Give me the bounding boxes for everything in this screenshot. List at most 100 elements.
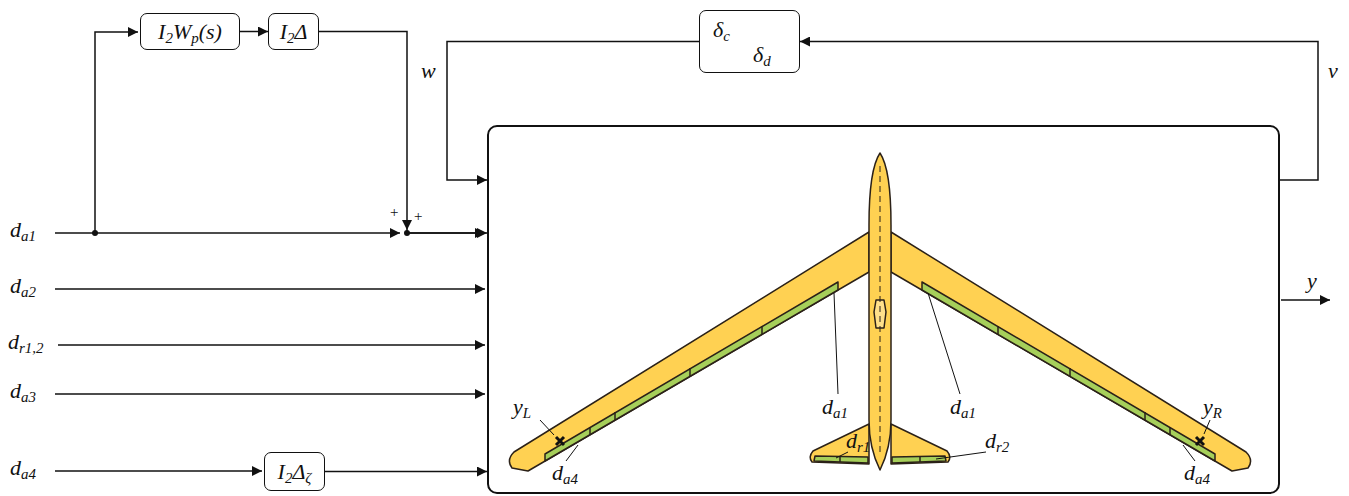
symbol: d bbox=[10, 378, 21, 403]
damping-uncertainty-block: I2Δζ bbox=[264, 452, 325, 491]
drawing-line bbox=[834, 293, 838, 394]
drawing-path bbox=[874, 300, 886, 328]
drawing-path bbox=[922, 282, 1215, 461]
signal-connector bbox=[319, 32, 487, 234]
subscript: c bbox=[723, 28, 730, 44]
drawing-line bbox=[1183, 445, 1195, 461]
drawing-path bbox=[814, 456, 868, 463]
symbol: I bbox=[278, 459, 285, 484]
symbol: w bbox=[421, 58, 436, 83]
part-label: yR bbox=[1203, 396, 1222, 418]
symbol: d bbox=[10, 273, 21, 298]
controller-block: δcδd bbox=[699, 10, 800, 73]
subscript: a1 bbox=[21, 228, 36, 244]
symbol: (s) bbox=[199, 19, 222, 44]
drawing-path bbox=[1196, 437, 1204, 445]
part-label: dr1 bbox=[846, 430, 870, 452]
symbol: + bbox=[414, 208, 422, 224]
drawing-line bbox=[540, 420, 554, 435]
drawing-line bbox=[936, 452, 986, 459]
drawing-line bbox=[1144, 412, 1146, 420]
drawing-line bbox=[589, 427, 591, 435]
edge-label: w bbox=[419, 60, 438, 82]
drawing-polyline bbox=[95, 32, 138, 233]
drawing-line bbox=[761, 326, 763, 334]
part-label: dr2 bbox=[985, 430, 1009, 452]
block-label: δc bbox=[713, 19, 730, 41]
symbol: d bbox=[950, 394, 961, 419]
subscript: d bbox=[763, 53, 770, 69]
drawing-line bbox=[55, 470, 262, 472]
drawing-line bbox=[566, 445, 578, 461]
input-lines bbox=[55, 32, 1330, 471]
subscript: p bbox=[191, 30, 198, 46]
symbol: Δ bbox=[294, 19, 307, 44]
block-label: δd bbox=[753, 44, 771, 66]
subscript: r1 bbox=[857, 439, 870, 455]
subscript: a4 bbox=[21, 466, 36, 482]
signal-connector bbox=[447, 42, 699, 181]
signal-label: da2 bbox=[10, 275, 36, 297]
drawing-path bbox=[556, 437, 564, 445]
symbol: y bbox=[513, 394, 523, 419]
drawing-line bbox=[997, 326, 999, 334]
signal-label: y bbox=[1307, 270, 1317, 292]
drawing-path bbox=[892, 456, 946, 463]
drawing-line bbox=[55, 288, 485, 290]
symbol: d bbox=[10, 455, 21, 480]
symbol: d bbox=[10, 217, 21, 242]
weight-block: I2Wp(s) bbox=[140, 13, 240, 50]
drawing-line bbox=[1281, 299, 1330, 301]
drawing-line bbox=[58, 344, 485, 346]
signal-connector bbox=[800, 42, 1318, 181]
sign-label: + bbox=[414, 209, 422, 224]
signal-connector bbox=[240, 31, 268, 33]
symbol: d bbox=[985, 428, 996, 453]
subscript: a3 bbox=[21, 389, 36, 405]
subscript: a1 bbox=[961, 405, 976, 421]
block-label: I2Wp(s) bbox=[158, 21, 222, 43]
center-line bbox=[880, 166, 881, 455]
symbol: d bbox=[822, 394, 833, 419]
subscript: a1 bbox=[833, 405, 848, 421]
symbol: y bbox=[1307, 268, 1317, 293]
symbol: δ bbox=[713, 17, 723, 42]
drawing-line bbox=[614, 412, 616, 420]
symbol: δ bbox=[753, 42, 763, 67]
symbol: v bbox=[1328, 58, 1338, 83]
subscript: L bbox=[523, 405, 531, 421]
symbol: d bbox=[8, 329, 19, 354]
symbol: d bbox=[1184, 460, 1195, 485]
part-label: da1 bbox=[950, 396, 976, 418]
part-label: da4 bbox=[1184, 462, 1210, 484]
drawing-line bbox=[928, 293, 960, 394]
symbol: W bbox=[173, 19, 191, 44]
junction-dot bbox=[92, 230, 98, 236]
drawing-path bbox=[545, 282, 838, 461]
drawing-line bbox=[689, 368, 691, 376]
sensor-markers bbox=[556, 437, 1204, 445]
aircraft bbox=[509, 153, 1250, 471]
drawing-line bbox=[55, 232, 400, 234]
drawing-line bbox=[55, 393, 485, 395]
signal-label: da1 bbox=[10, 219, 36, 241]
subscript: ζ bbox=[305, 470, 311, 486]
part-label: yL bbox=[513, 396, 531, 418]
subscript: 2 bbox=[285, 470, 292, 486]
sign-label: + bbox=[390, 205, 398, 220]
subscript: r2 bbox=[996, 439, 1009, 455]
symbol: Δ bbox=[292, 459, 305, 484]
part-label: da4 bbox=[552, 462, 578, 484]
drawing-line bbox=[1069, 368, 1071, 376]
symbol: I bbox=[158, 19, 165, 44]
signal-label: dr1,2 bbox=[8, 331, 44, 353]
drawing-path bbox=[509, 232, 869, 471]
drawing-line bbox=[839, 457, 841, 463]
subscript: r1,2 bbox=[19, 340, 44, 356]
signal-label: da3 bbox=[10, 380, 36, 402]
symbol: d bbox=[846, 428, 857, 453]
uncertainty-block: I2Δ bbox=[268, 13, 319, 50]
symbol: d bbox=[552, 460, 563, 485]
